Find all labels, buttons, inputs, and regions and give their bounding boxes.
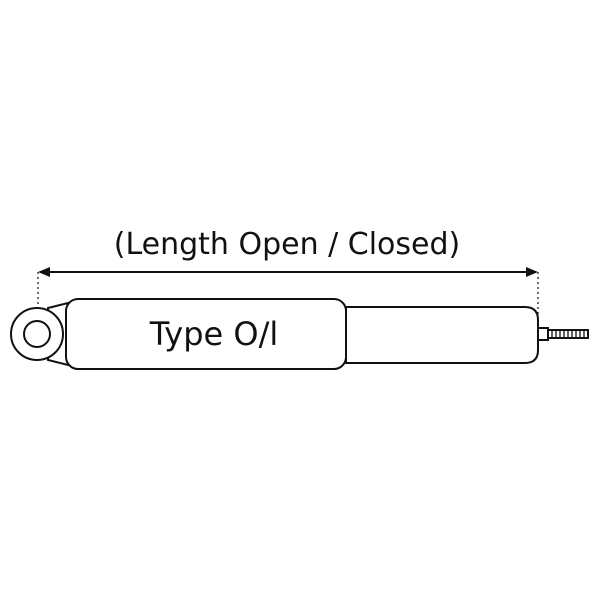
rod-cover (345, 306, 539, 364)
arrowhead-left (38, 267, 50, 277)
stud-threads (551, 330, 585, 338)
type-label: Type O/l (149, 315, 279, 353)
dimension-label: (Length Open / Closed) (114, 227, 461, 262)
dimension-arrow (38, 267, 538, 277)
extension-lines (37, 272, 539, 330)
threaded-stud (537, 327, 589, 341)
arrowhead-right (526, 267, 538, 277)
stud-base (537, 327, 549, 341)
eye-mount-inner-ring (23, 320, 51, 348)
